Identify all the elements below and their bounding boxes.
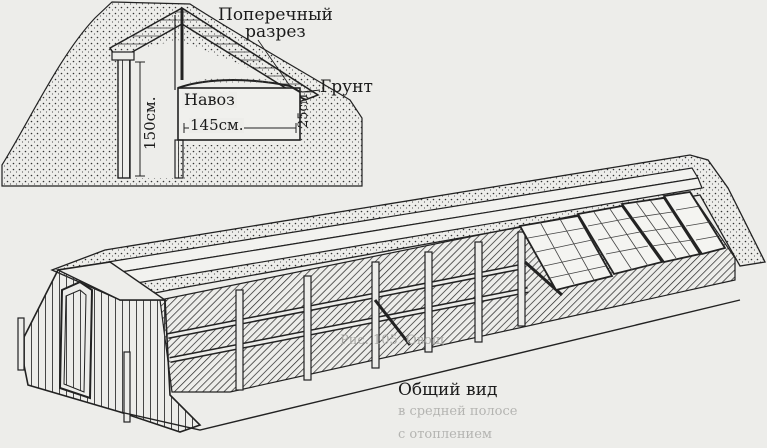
cross-section-title-line1: Поперечный bbox=[218, 5, 333, 25]
corner-stake bbox=[17, 317, 25, 371]
cross-section-title: Поперечный разрез bbox=[218, 7, 333, 41]
manure-label: Навоз bbox=[182, 90, 237, 109]
soil-label: Грунт bbox=[320, 77, 373, 97]
cross-section-title-line2: разрез bbox=[245, 22, 306, 42]
corner-stake bbox=[123, 351, 131, 423]
bleed-through-line-2: с отоплением bbox=[398, 427, 493, 442]
back-wall bbox=[117, 55, 131, 179]
general-view bbox=[17, 154, 766, 433]
height-dimension-label: 150см. bbox=[141, 96, 159, 150]
width-dimension-label: 145см. bbox=[189, 116, 245, 134]
bleed-through-line-1: в средней полосе bbox=[398, 404, 518, 419]
manure-depth-label: 25см bbox=[296, 94, 311, 128]
general-view-label: Общий вид bbox=[398, 380, 498, 400]
bleed-through-caption: Рис. 105. Овощ bbox=[340, 333, 444, 348]
wall-posts bbox=[235, 231, 526, 391]
